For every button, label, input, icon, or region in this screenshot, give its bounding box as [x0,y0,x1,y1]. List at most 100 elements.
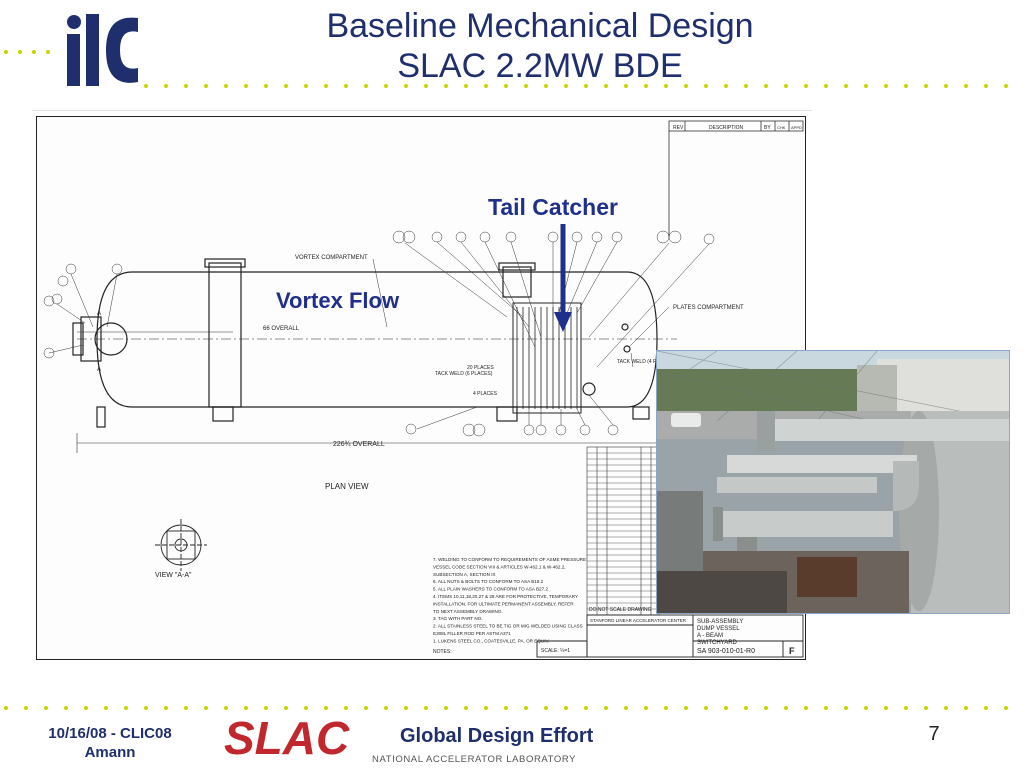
rev-header-desc: DESCRIPTION [709,125,744,131]
decorative-dot [944,706,948,710]
decorative-dot [1004,706,1008,710]
slac-logo-text: SLAC [224,716,350,764]
label-plan-view: PLAN VIEW [325,482,369,491]
equipment-photo [656,350,1010,614]
decorative-dot [344,706,348,710]
drawing-svg: REV DESCRIPTION BY CHK APPD [43,120,804,658]
decorative-dot [64,706,68,710]
decorative-dot [244,706,248,710]
decorative-dot [364,84,368,88]
drawing-note-line: 7. WELDING TO CONFORM TO REQUIREMENTS OF… [433,557,586,562]
drawing-note-line: 1. LUKENS STEEL CO., COATESVILLE, PA. OR… [433,638,549,643]
drawing-note-line: 3. TAG WITH PART NO. [433,616,483,621]
decorative-dot [744,706,748,710]
label-226-overall: 226¾ OVERALL [333,441,385,448]
decorative-dot [844,84,848,88]
decorative-dot [524,84,528,88]
decorative-dots-top-left [0,50,60,56]
decorative-dot [524,706,528,710]
decorative-dot [604,84,608,88]
decorative-dot [544,706,548,710]
title-line-2: SLAC 2.2MW BDE [397,47,683,85]
decorative-dot [724,84,728,88]
title-divider [32,110,812,111]
decorative-dot [984,706,988,710]
decorative-dot [464,84,468,88]
title-block-sub-assembly: SUB-ASSEMBLY [697,619,743,625]
decorative-dot [204,706,208,710]
decorative-dot [664,706,668,710]
decorative-dot [44,706,48,710]
slac-logo-subtitle: NATIONAL ACCELERATOR LABORATORY [372,754,576,765]
decorative-dot [924,706,928,710]
decorative-dot [564,706,568,710]
label-vortex-compartment: VORTEX COMPARTMENT [295,255,368,261]
decorative-dot [944,84,948,88]
decorative-dot [644,84,648,88]
decorative-dot [304,706,308,710]
footer-date: 10/16/08 - CLIC08 [48,725,172,742]
decorative-dot [404,706,408,710]
label-tack-weld-4: TACK WELD (4 PLACES) [617,359,675,365]
notes-label: NOTES: [433,649,452,655]
decorative-dots-top-right [140,84,1024,90]
decorative-dot [204,84,208,88]
label-section-a-top: A [97,311,101,317]
decorative-dot [544,84,548,88]
rev-header-chk: CHK [777,125,786,130]
vortex-flow-label: Vortex Flow [276,288,400,313]
decorative-dot [584,84,588,88]
drawing-note-line: 6. ALL NUTS & BOLTS TO CONFORM TO ASA B1… [433,579,544,584]
decorative-dot [284,706,288,710]
decorative-dot [444,706,448,710]
drawing-note-line: 2. ALL STAINLESS STEEL TO BE TIG OR MIG … [433,624,583,629]
decorative-dots-bottom [0,706,1024,712]
drawing-note-line: INSTALLATION. FOR ULTIMATE PERMANENT ASS… [433,601,574,606]
decorative-dot [164,706,168,710]
slide-title: Baseline Mechanical Design SLAC 2.2MW BD… [240,6,840,86]
decorative-dot [684,84,688,88]
rev-header-appd: APPD [791,125,802,130]
decorative-dot [484,706,488,710]
decorative-dot [32,50,36,54]
decorative-dot [684,706,688,710]
decorative-dot [924,84,928,88]
decorative-dot [424,706,428,710]
decorative-dot [304,84,308,88]
tail-catcher-label: Tail Catcher [488,194,618,220]
label-4-places: 4 PLACES [473,391,498,397]
photo-illustration [657,351,1009,613]
decorative-dot [504,84,508,88]
label-view-aa: VIEW "A-A" [155,572,192,579]
decorative-dot [704,706,708,710]
label-66-overall: 66 OVERALL [263,326,300,332]
decorative-dot [484,84,488,88]
decorative-dot [18,50,22,54]
decorative-dot [1004,84,1008,88]
decorative-dot [264,706,268,710]
label-tack-weld: TACK WELD (6 PLACES) [435,371,493,377]
rev-header-by: BY [764,125,771,131]
decorative-dot [184,84,188,88]
drawing-note-line: 5. ALL PLAIN WASHERS TO CONFORM TO ASA B… [433,587,548,592]
footer-organization: Global Design Effort [400,725,594,747]
decorative-dot [864,706,868,710]
decorative-dot [784,84,788,88]
decorative-dot [144,84,148,88]
title-line-1: Baseline Mechanical Design [326,7,754,45]
title-block-drawing-no: SA 903-010-01-R0 [697,648,755,655]
label-do-not-scale: DO NOT SCALE DRAWING [589,607,652,613]
drawing-note-line: TO NEXT ASSEMBLY DRAWING. [433,609,503,614]
decorative-dot [864,84,868,88]
decorative-dot [964,84,968,88]
decorative-dot [46,50,50,54]
decorative-dot [224,84,228,88]
decorative-dot [564,84,568,88]
drawing-note-line: E308L FILLER ROD PER ASTM A371 [433,631,511,636]
decorative-dot [84,706,88,710]
rev-header-rev: REV [673,125,684,131]
decorative-dot [784,706,788,710]
decorative-dot [904,84,908,88]
decorative-dot [4,706,8,710]
